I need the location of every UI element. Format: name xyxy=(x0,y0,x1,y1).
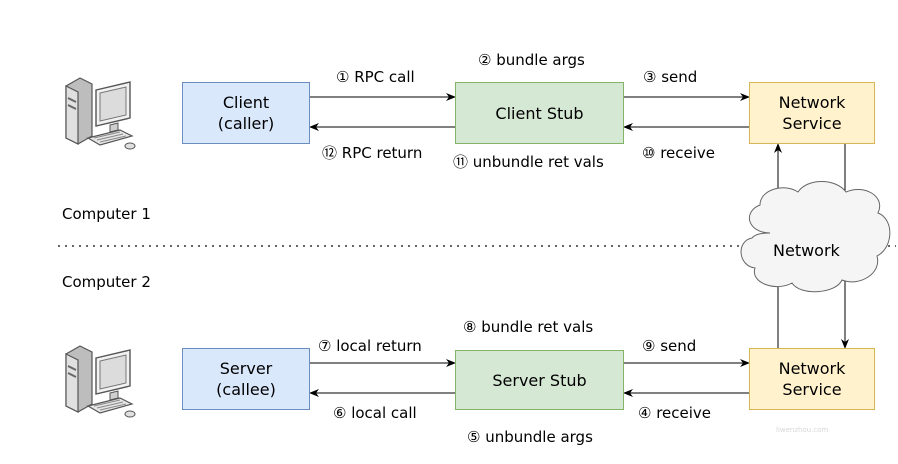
step-8-label: ⑧ bundle ret vals xyxy=(463,318,594,336)
step-12-label: ⑫ RPC return xyxy=(322,144,423,162)
network-service-top-line2: Service xyxy=(782,114,842,133)
step-10-label: ⑩ receive xyxy=(642,144,716,162)
network-service-bottom-box: Network Service xyxy=(749,348,875,410)
computer-1-label: Computer 1 xyxy=(62,205,151,223)
computer-icon xyxy=(65,345,136,418)
client-stub-label: Client Stub xyxy=(495,103,584,123)
server-stub-label: Server Stub xyxy=(492,370,587,390)
network-service-top-line1: Network xyxy=(778,93,846,112)
watermark: liwenzhou.com xyxy=(776,426,829,434)
step-1-label: ① RPC call xyxy=(336,68,415,86)
client-box-line1: Client xyxy=(222,93,270,112)
step-9-label: ⑨ send xyxy=(642,337,697,355)
computer-icon xyxy=(65,77,136,150)
client-box-line2: (caller) xyxy=(217,114,275,133)
network-cloud-label: Network xyxy=(773,241,840,260)
network-cloud-shape xyxy=(740,181,891,293)
network-service-bottom-line1: Network xyxy=(778,359,846,378)
server-box: Server (callee) xyxy=(182,348,310,410)
client-stub-box: Client Stub xyxy=(455,82,624,144)
step-3-label: ③ send xyxy=(643,68,698,86)
network-service-bottom-line2: Service xyxy=(782,380,842,399)
client-box: Client (caller) xyxy=(182,82,310,144)
step-11-label: ⑪ unbundle ret vals xyxy=(453,153,604,171)
computer-2-label: Computer 2 xyxy=(62,273,151,291)
step-7-label: ⑦ local return xyxy=(318,337,422,355)
server-box-line1: Server xyxy=(219,359,273,378)
step-4-label: ④ receive xyxy=(638,404,712,422)
step-2-label: ② bundle args xyxy=(478,51,585,69)
server-box-line2: (callee) xyxy=(216,380,276,399)
step-6-label: ⑥ local call xyxy=(333,404,417,422)
step-5-label: ⑤ unbundle args xyxy=(467,428,593,446)
server-stub-box: Server Stub xyxy=(455,350,624,410)
network-service-top-box: Network Service xyxy=(749,82,875,144)
